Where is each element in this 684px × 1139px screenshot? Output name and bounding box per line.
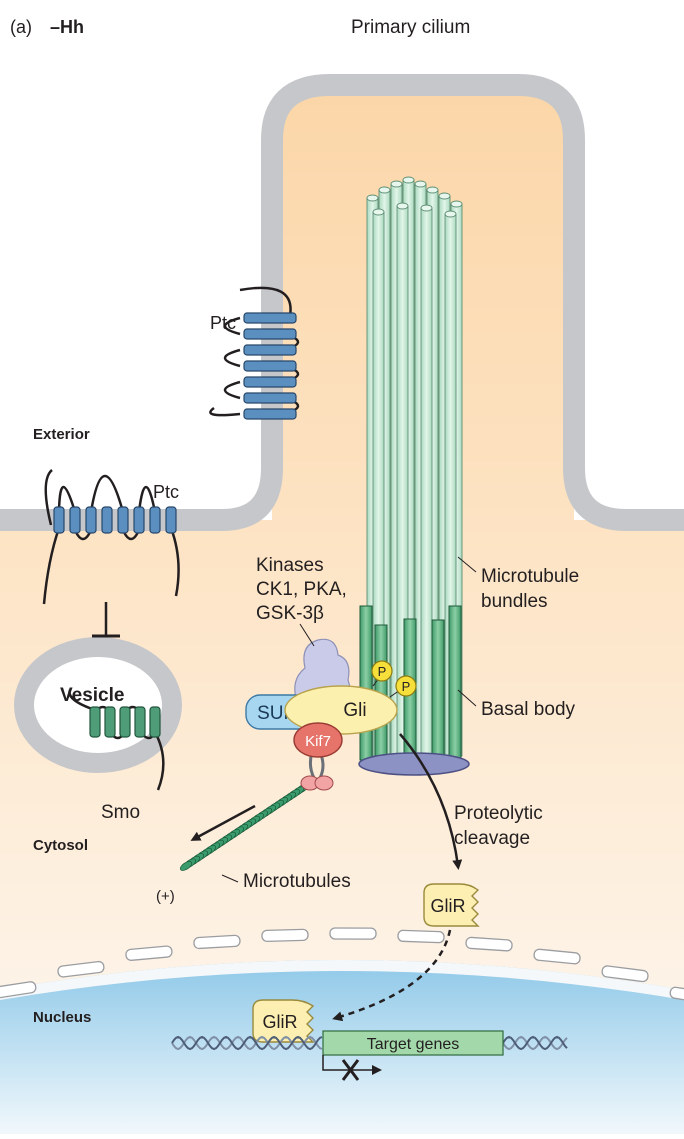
nuclear-envelope [0, 927, 684, 1005]
kif7-motor-legs [300, 751, 334, 791]
ptc-membrane-label: Ptc [153, 482, 180, 502]
smo-label: Smo [101, 802, 141, 823]
microtubule-bundles-line2: bundles [481, 591, 548, 612]
microtubule-bundles-line1: Microtubule [481, 566, 580, 587]
nucleus-label: Nucleus [33, 1009, 92, 1026]
phosphate-2-label: P [402, 679, 411, 694]
kinases-line1: Kinases [256, 555, 324, 576]
cytosol-label: Cytosol [33, 837, 89, 854]
ptc-cilium-label: Ptc [210, 313, 237, 333]
glir-nucleus-label: GliR [263, 1012, 298, 1032]
kif7-label: Kif7 [305, 733, 331, 750]
phosphate-1-label: P [378, 664, 387, 679]
smo-receptor [68, 689, 165, 791]
ptc-cilium-receptor [209, 286, 300, 420]
kinases-line3: GSK-3β [256, 603, 324, 624]
panel-condition: –Hh [50, 17, 85, 37]
panel-title: Primary cilium [351, 17, 471, 38]
glir-cytosol: GliR [423, 883, 480, 927]
cleavage-arrow [399, 733, 463, 870]
basal-plate [358, 752, 470, 776]
microtubule-bundles [366, 176, 463, 763]
basal-body-label: Basal body [481, 699, 576, 720]
plasma-membrane [0, 74, 684, 531]
gli-label: Gli [343, 700, 366, 721]
exterior-label: Exterior [33, 426, 90, 443]
plus-end-label: (+) [156, 888, 175, 905]
blocked-transcription [322, 1055, 382, 1081]
kinases-line2: CK1, PKA, [256, 579, 347, 600]
target-genes-label: Target genes [367, 1036, 460, 1053]
glir-cytosol-label: GliR [431, 896, 466, 916]
target-genes-box: Target genes [322, 1030, 504, 1056]
panel-letter: (a) [10, 17, 32, 37]
nuclear-import-arrow [332, 929, 452, 1022]
inhibition-symbol [92, 602, 120, 638]
glir-nucleus: GliR [252, 999, 315, 1043]
ptc-membrane-receptor [42, 469, 180, 605]
microtubules-label: Microtubules [243, 871, 351, 892]
kinase-leader [299, 623, 315, 647]
proteolytic-line1: Proteolytic [454, 803, 543, 824]
phosphate-1: P [371, 660, 393, 687]
kif7-protein: Kif7 [293, 722, 343, 758]
phosphate-2: P [389, 675, 417, 698]
dna-helix [171, 1035, 568, 1051]
transport-arrow [190, 804, 256, 841]
microtubule [179, 781, 313, 871]
vesicle-label: Vesicle [60, 685, 125, 706]
leader-lines [221, 556, 477, 883]
proteolytic-line2: cleavage [454, 828, 531, 849]
